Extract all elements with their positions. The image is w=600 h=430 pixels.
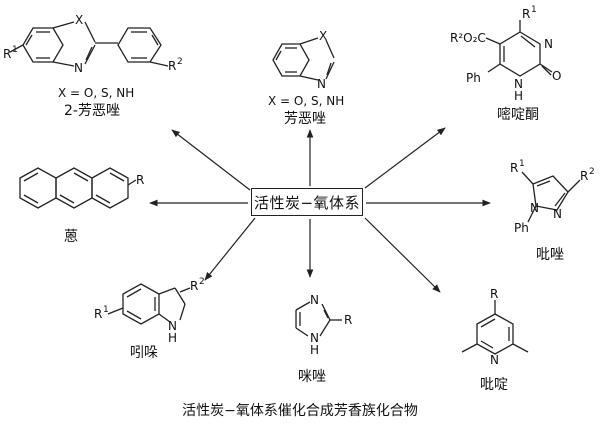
pyrimidinone-ph: Ph: [466, 71, 481, 85]
azole-name: 芳恶唑: [284, 111, 326, 127]
center-label: 活性炭−氧体系: [253, 193, 361, 212]
figure-caption: 活性炭−氧体系催化合成芳香族化合物: [182, 403, 418, 419]
pyrazole-r2-sup: 2: [589, 167, 595, 177]
arrow-to-pyridine: [364, 217, 441, 293]
pyrazole-ph: Ph: [514, 221, 529, 235]
aryl-azole-r1: R: [3, 47, 11, 61]
pyrimidinone-r1: R: [522, 7, 530, 21]
pyridine-r: R: [490, 287, 498, 301]
aryl-azole-r2: R: [168, 59, 176, 73]
pyrazole-r2: R: [580, 169, 588, 183]
pyrazole-r1: R: [510, 161, 518, 175]
center-reaction-system: 活性炭−氧体系: [251, 188, 363, 216]
pyrazole-n2: N: [553, 207, 562, 221]
azole-condition: X = O, S, NH: [268, 94, 345, 108]
pyridine-structure: [461, 300, 529, 355]
indole-r1-sup: 1: [103, 305, 109, 315]
pyrimidinone-name: 嘧啶酮: [497, 107, 539, 123]
indole-structure: [107, 283, 191, 325]
indole-r2: R: [190, 279, 198, 293]
pyrimidinone-structure: [485, 20, 553, 77]
pyrimidinone-o-atom: O: [552, 69, 561, 83]
indole-h-atom: H: [168, 331, 177, 345]
pyrimidinone-r1-sup: 1: [531, 5, 537, 15]
indole-name: 吲哚: [130, 345, 158, 361]
arrow-to-pyrimidinone: [364, 127, 446, 189]
anthracene-name: 蒽: [64, 229, 78, 245]
aryl-azole-name: 2-芳恶唑: [64, 103, 120, 119]
anthracene-structure: [19, 167, 137, 209]
azole-x-atom: X: [319, 29, 327, 43]
pyridine-n-atom: N: [490, 353, 499, 367]
imidazole-h-atom: H: [310, 343, 319, 357]
anthracene-r: R: [136, 173, 144, 187]
arrow-to-aryl-azole: [171, 129, 251, 191]
imidazole-structure: [295, 301, 342, 337]
aryl-azole-n-atom: N: [74, 61, 83, 75]
pyrazole-structure: [521, 171, 581, 223]
indole-r2-sup: 2: [199, 277, 205, 287]
pyrimidinone-n-atom: N: [544, 37, 553, 51]
pyrazole-r1-sup: 1: [519, 159, 525, 169]
pyrimidinone-nh-n: N: [514, 77, 523, 91]
imidazole-r: R: [344, 313, 352, 327]
aryl-azole-x-atom: X: [75, 13, 83, 27]
aryl-azole-r2-sup: 2: [177, 57, 183, 67]
pyrimidinone-ester: R²O₂C: [450, 31, 486, 45]
pyrazole-name: 吡唑: [536, 247, 564, 263]
indole-r1: R: [94, 307, 102, 321]
indole-n-atom: N: [168, 319, 177, 333]
aryl-azole-structure: [9, 21, 169, 67]
imidazole-n1: N: [310, 293, 319, 307]
imidazole-name: 咪唑: [298, 369, 326, 385]
imidazole-n2: N: [310, 331, 319, 345]
azole-structure: [272, 37, 335, 81]
pyrazole-n1: N: [530, 201, 539, 215]
aryl-azole-r1-sup: 1: [12, 45, 18, 55]
azole-n-atom: N: [317, 77, 326, 91]
aryl-azole-condition: X = O, S, NH: [58, 86, 135, 100]
arrow-to-indole: [204, 217, 256, 281]
pyridine-name: 吡啶: [480, 377, 508, 393]
pyrimidinone-nh-h: H: [514, 89, 523, 103]
